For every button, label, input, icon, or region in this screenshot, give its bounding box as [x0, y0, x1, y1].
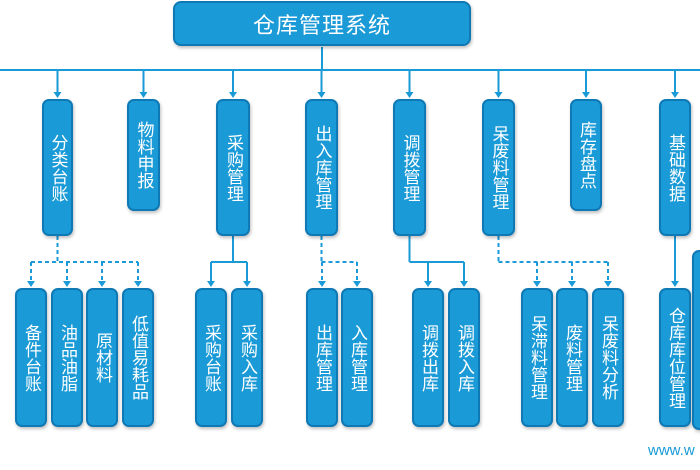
- arrow-child-2-1: [243, 281, 251, 287]
- submodule-node-5-1: 废料管理: [556, 288, 588, 427]
- arrow-child-3-1: [353, 281, 361, 287]
- root-title: 仓库管理系统: [252, 13, 391, 39]
- submodule-node-4-1: 调拨入库: [448, 288, 480, 427]
- submodule-node-4-1-label: 调拨入库: [454, 323, 474, 392]
- submodule-node-0-3-label: 低值易耗品: [128, 315, 148, 400]
- module-node-6: 库存盘点: [570, 99, 602, 211]
- arrow-child-3-0: [318, 281, 326, 287]
- arrow-child-0-1: [63, 281, 71, 287]
- arrow-child-0-2: [98, 281, 106, 287]
- arrow-module-0: [53, 92, 62, 98]
- module-node-2-label: 采购管理: [223, 133, 243, 202]
- module-node-0: 分类台账: [42, 99, 73, 236]
- submodule-node-0-2: 原材料: [86, 288, 118, 427]
- submodule-node-5-0-label: 呆滞料管理: [527, 315, 547, 400]
- arrow-module-6: [582, 92, 590, 98]
- submodule-node-3-0-label: 出库管理: [312, 323, 332, 392]
- submodule-node-2-1-label: 采购入库: [237, 323, 257, 392]
- module-node-0-label: 分类台账: [47, 133, 68, 202]
- module-node-1: 物料申报: [127, 99, 160, 211]
- submodule-node-0-0-label: 备件台账: [21, 323, 41, 392]
- root-node: 仓库管理系统: [173, 1, 471, 46]
- arrow-module-3: [317, 92, 326, 98]
- module-node-5-label: 呆废料管理: [488, 125, 509, 210]
- arrow-child-2-0: [207, 281, 215, 287]
- arrow-child-4-1: [460, 281, 468, 287]
- submodule-node-2-0: 采购台账: [195, 288, 227, 427]
- submodule-node-5-2-label: 呆废料分析: [598, 315, 618, 400]
- arrow-child-5-0: [533, 281, 541, 287]
- module-node-4-label: 调拨管理: [399, 133, 420, 202]
- module-node-1-label: 物料申报: [133, 121, 154, 189]
- arrow-module-7: [671, 92, 679, 98]
- cropped-node: [692, 250, 700, 430]
- arrow-module-5: [494, 92, 503, 98]
- submodule-node-3-0: 出库管理: [306, 288, 338, 427]
- submodule-node-3-1: 入库管理: [341, 288, 373, 427]
- module-node-5: 呆废料管理: [482, 99, 515, 236]
- module-node-6-label: 库存盘点: [576, 121, 596, 189]
- module-node-2: 采购管理: [216, 99, 250, 236]
- submodule-node-0-1-label: 油品油脂: [57, 323, 77, 392]
- arrow-module-4: [405, 92, 414, 98]
- submodule-node-0-2-label: 原材料: [92, 332, 112, 383]
- submodule-node-4-0: 调拨出库: [412, 288, 444, 427]
- arrow-child-0-3: [134, 281, 142, 287]
- arrow-child-0-0: [27, 281, 35, 287]
- submodule-node-3-1-label: 入库管理: [347, 323, 367, 392]
- submodule-node-0-3: 低值易耗品: [122, 288, 154, 427]
- submodule-node-2-1: 采购入库: [231, 288, 263, 427]
- submodule-node-0-0: 备件台账: [15, 288, 47, 427]
- submodule-node-2-0-label: 采购台账: [201, 323, 221, 392]
- submodule-node-5-2: 呆废料分析: [592, 288, 624, 427]
- submodule-node-7-0: 仓库库位管理: [659, 288, 691, 427]
- submodule-node-7-0-label: 仓库库位管理: [665, 306, 685, 409]
- arrow-child-5-2: [604, 281, 612, 287]
- submodule-node-0-1: 油品油脂: [51, 288, 83, 427]
- submodule-node-4-0-label: 调拨出库: [418, 323, 438, 392]
- module-node-3-label: 出入库管理: [311, 125, 332, 210]
- arrow-child-7-0: [671, 281, 679, 287]
- watermark: www.w: [648, 442, 695, 459]
- module-node-3: 出入库管理: [305, 99, 338, 236]
- module-node-7-label: 基础数据: [665, 133, 685, 202]
- submodule-node-5-1-label: 废料管理: [562, 323, 582, 392]
- module-node-4: 调拨管理: [393, 99, 426, 236]
- submodule-node-5-0: 呆滞料管理: [521, 288, 553, 427]
- arrow-child-5-1: [568, 281, 576, 287]
- module-node-7: 基础数据: [659, 99, 691, 236]
- arrow-child-4-0: [424, 281, 432, 287]
- arrow-module-1: [139, 92, 148, 98]
- arrow-module-2: [229, 92, 237, 98]
